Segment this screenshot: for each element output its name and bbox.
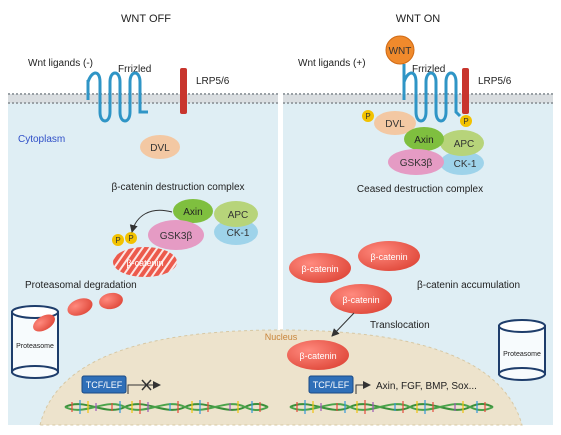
right-axin-label: Axin: [414, 135, 433, 146]
right-tcf-lef-label: TCF/LEF: [313, 380, 350, 390]
wnt-ligand: [385, 35, 415, 65]
left-bcatenin-marked: [113, 247, 177, 277]
proteasomal-degradation-label: Proteasomal degradation: [25, 280, 137, 291]
bcatenin-nuclear: [287, 340, 349, 370]
left-phospho-2: [125, 232, 137, 244]
right-apc: [440, 130, 484, 156]
left-gsk: [148, 220, 204, 250]
right-phospho-dvl-label: P: [365, 112, 370, 121]
right-title: WNT ON: [396, 13, 440, 25]
target-genes-label: Axin, FGF, BMP, Sox...: [376, 381, 477, 392]
left-ck1-label: CK-1: [227, 228, 250, 239]
left-gsk-label: GSK3β: [160, 231, 193, 242]
left-dvl: [140, 135, 180, 159]
left-lrp-label: LRP5/6: [196, 76, 230, 87]
left-phospho-1: [112, 234, 124, 246]
degraded-fragment-2: [67, 298, 93, 316]
right-gsk-label: GSK3β: [400, 158, 433, 169]
left-lrp-receptor: [180, 68, 187, 114]
left-tcf-lef-label: TCF/LEF: [86, 380, 123, 390]
right-dvl-label: DVL: [385, 119, 405, 130]
nucleus: [39, 329, 523, 426]
bcatenin-free-1: [358, 241, 420, 271]
right-phospho-lrp: [460, 115, 472, 127]
right-phospho-lrp-label: P: [463, 117, 468, 126]
right-frizzled-receptor: [402, 64, 462, 123]
left-ck1: [214, 219, 258, 245]
left-title: WNT OFF: [121, 13, 171, 25]
left-proteasome-label: Proteasome: [16, 343, 54, 350]
left-dvl-label: DVL: [150, 143, 170, 154]
right-ck1: [440, 151, 484, 175]
destruction-complex-label: β-catenin destruction complex: [111, 182, 244, 193]
left-frizzled-receptor: [86, 71, 148, 123]
left-bcatenin-marked-label: β-catenin: [126, 258, 163, 268]
nucleus-label: Nucleus: [265, 332, 298, 342]
left-blocked-transcription-arrow: [127, 381, 161, 394]
right-axin: [404, 127, 444, 151]
right-membrane: [283, 93, 553, 104]
right-proteasome-label: Proteasome: [503, 351, 541, 358]
left-phospho-2-label: P: [128, 234, 133, 243]
bcatenin-nuclear-label: β-catenin: [299, 351, 336, 361]
left-dna: [64, 400, 269, 414]
left-apc-label: APC: [228, 210, 249, 221]
cytoplasm-label: Cytoplasm: [18, 134, 65, 145]
wnt-ligand-label: WNT: [389, 46, 412, 57]
bcatenin-free-1-label: β-catenin: [370, 252, 407, 262]
ceased-complex-label: Ceased destruction complex: [357, 184, 483, 195]
left-axin-label: Axin: [183, 207, 202, 218]
right-dvl: [374, 111, 416, 135]
accumulation-label: β-catenin accumulation: [417, 280, 520, 291]
bcatenin-free-3-label: β-catenin: [342, 295, 379, 305]
right-lrp-label: LRP5/6: [478, 76, 512, 87]
left-axin: [173, 199, 213, 223]
bcatenin-free-2-label: β-catenin: [301, 264, 338, 274]
right-proteasome: [498, 319, 546, 381]
bcatenin-free-3: [330, 284, 392, 314]
left-phospho-1-label: P: [115, 236, 120, 245]
left-membrane: [8, 93, 278, 104]
left-apc: [214, 201, 258, 227]
right-ck1-label: CK-1: [454, 159, 477, 170]
right-frizzled-label: Frrizled: [412, 64, 445, 75]
left-frizzled-label: Frrizled: [118, 64, 151, 75]
left-block-mark: [141, 379, 152, 391]
right-gsk: [388, 149, 444, 175]
right-lrp-receptor: [462, 68, 469, 114]
left-ligand-label: Wnt ligands (-): [28, 58, 93, 69]
right-tcf-lef: [308, 375, 354, 394]
right-apc-label: APC: [454, 139, 475, 150]
bcatenin-free-2: [289, 253, 351, 283]
left-tcf-lef: [81, 375, 127, 394]
right-transcription-arrow: [355, 381, 371, 394]
right-ligand-label: Wnt ligands (+): [298, 58, 366, 69]
right-phospho-dvl: [362, 110, 374, 122]
translocation-label: Translocation: [370, 320, 430, 331]
degraded-fragment-1: [33, 314, 55, 332]
right-dna: [289, 400, 494, 414]
degraded-fragment-3: [99, 292, 123, 310]
phosphorylation-arrow: [129, 209, 173, 233]
translocation-arrow: [331, 312, 355, 337]
